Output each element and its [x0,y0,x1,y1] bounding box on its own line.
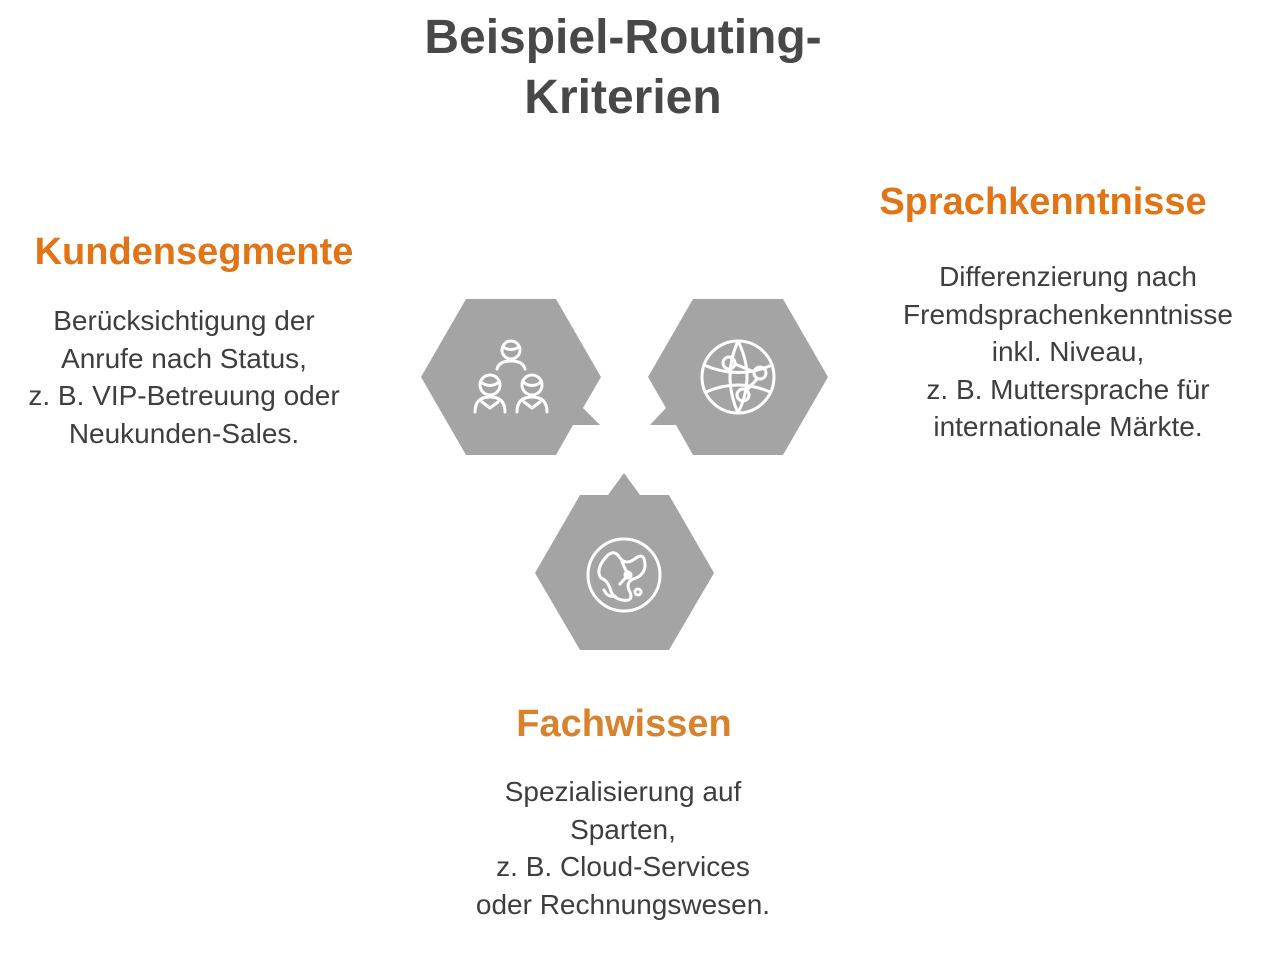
knowledge-map-icon [586,537,662,613]
people-group-icon [473,339,549,414]
title-line-2: Kriterien [524,71,722,124]
desc-line: Spezialisierung auf [504,776,742,807]
desc-line: internationale Märkte. [933,411,1203,442]
hexagon-kundensegmente [421,299,601,455]
desc-line: inkl. Niveau, [991,336,1145,367]
desc-line: z. B. VIP-Betreuung oder [28,380,340,411]
desc-line: Fremdsprachenkenntnisse [903,298,1233,330]
description-sprachkenntnisse: Differenzierung nach Fremdsprachenkenntn… [868,258,1268,446]
desc-line: Sparten, [570,813,676,845]
heading-sprachkenntnisse: Sprachkenntnisse [879,181,1207,223]
description-fachwissen: Spezialisierung auf Sparten, z. B. Cloud… [423,773,823,923]
page-title: Beispiel-Routing- Kriterien [340,8,906,128]
hexagon-sprachkenntnisse [648,299,828,455]
desc-line: Neukunden-Sales. [68,417,300,449]
desc-line: z. B. Cloud-Services [496,851,750,882]
desc-line: Differenzierung nach [939,261,1197,292]
heading-fachwissen: Fachwissen [516,703,732,745]
heading-kundensegmente: Kundensegmente [34,231,354,273]
description-kundensegmente: Berücksichtigung der Anrufe nach Status,… [0,302,368,452]
desc-line: z. B. Muttersprache für [926,373,1210,405]
globe-network-icon [700,339,776,415]
desc-line: oder Rechnungswesen. [475,888,771,920]
desc-line: Berücksichtigung der [53,305,315,336]
title-line-1: Beispiel-Routing- [424,11,822,64]
desc-line: Anrufe nach Status, [61,342,307,374]
